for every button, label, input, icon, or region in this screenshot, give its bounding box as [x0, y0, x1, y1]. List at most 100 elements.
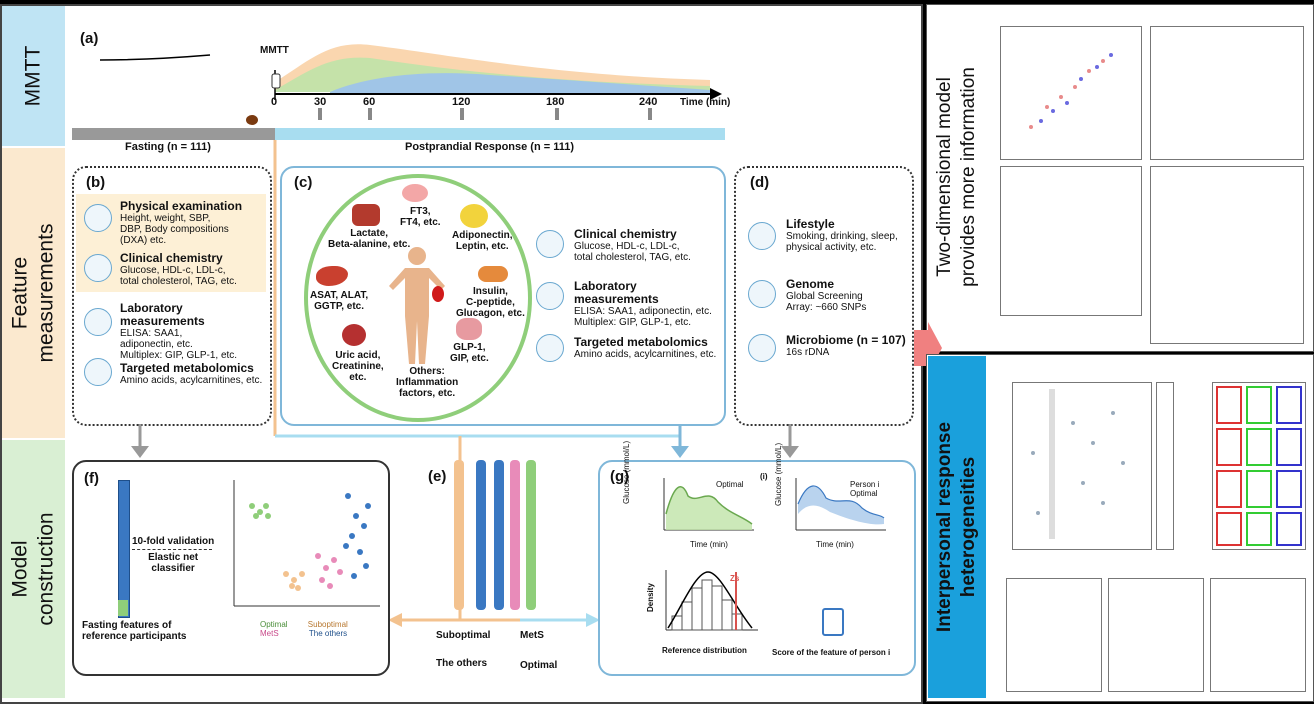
rt-scatter-points [1029, 53, 1113, 129]
thyroid-icon [402, 184, 428, 202]
mmtt-label: MMTT [260, 45, 289, 56]
adipose-icon [460, 204, 488, 228]
g-y2: Glucose (mmol/L) [774, 442, 783, 506]
b-item-lab: Laboratory measurements ELISA: SAA1, adi… [120, 301, 238, 362]
b-item-clinical: Clinical chemistry Glucose, HDL-c, LDL-c… [120, 251, 237, 288]
fasting-feature-column [118, 480, 130, 618]
organ-liver: ASAT, ALAT,GGTP, etc. [310, 290, 369, 312]
panel-f-label: (f) [84, 470, 99, 487]
panel-c: (c) FT3,FT4, etc. Lactate,Beta-alanine, … [280, 166, 726, 426]
mmtt-timeline [99, 44, 722, 125]
tick-30: 30 [314, 96, 327, 108]
kidney-icon [342, 324, 366, 346]
blood-drop-icon [432, 286, 444, 302]
human-figure [389, 247, 445, 364]
organ-intestine: GLP-1,GIP, etc. [450, 342, 489, 364]
organ-kidney: Uric acid,Creatinine,etc. [332, 350, 384, 383]
c-metabolomics-icon [536, 334, 564, 362]
band-mmtt: MMTT [2, 6, 65, 146]
c-item-lab: Laboratory measurements ELISA: SAA1, adi… [574, 279, 712, 329]
c-test-tube-icon [536, 230, 564, 258]
d-item-lifestyle: Lifestyle Smoking, drinking, sleep, phys… [786, 217, 898, 254]
g-person-score: Score of the feature of person i [772, 648, 891, 657]
postprandial-bar [275, 128, 725, 140]
score-icon [822, 608, 844, 636]
c-item-clinical: Clinical chemistry Glucose, HDL-c, LDL-c… [574, 227, 691, 264]
rb-bar-cells [1216, 386, 1302, 546]
people-groups [454, 460, 536, 610]
rt-slope-grid [1150, 166, 1304, 344]
d-item-genome: Genome Global Screening Array: ~660 SNPs [786, 277, 867, 314]
time-unit: Time (min) [680, 97, 731, 108]
rt-scatter [1000, 26, 1142, 160]
tick-180: 180 [546, 96, 565, 108]
organ-muscle: Lactate,Beta-alanine, etc. [328, 228, 411, 250]
fasting-bar-label: Fasting (n = 111) [125, 141, 211, 153]
rb-scatter-1 [1006, 578, 1102, 692]
rb-scatter-2 [1108, 578, 1204, 692]
flask-icon [84, 308, 112, 336]
group-others: The others [436, 658, 488, 669]
muscle-icon [352, 204, 380, 226]
g-sub-label: (i) [760, 472, 768, 481]
optimal-curve [663, 478, 754, 531]
panel-c-label: (c) [294, 174, 313, 191]
panel-e-label: (e) [428, 468, 447, 485]
rb-color-strip [1156, 382, 1174, 550]
rb-bar-grid [1212, 382, 1306, 550]
intestine-icon [456, 318, 482, 340]
g-y1: Glucose (mmol/L) [622, 440, 631, 504]
metabolomics-icon [84, 358, 112, 386]
tick-120: 120 [452, 96, 471, 108]
f-legend: Optimal Suboptimal MetS The others [260, 620, 348, 638]
c-flask-icon [536, 282, 564, 310]
group-suboptimal: Suboptimal [436, 630, 491, 641]
panel-b-label: (b) [86, 174, 106, 191]
panel-g-label: (g) [610, 468, 630, 485]
organ-adipose: Adiponectin,Leptin, etc. [452, 230, 513, 252]
panel-d: (d) Lifestyle Smoking, drinking, sleep, … [734, 166, 914, 426]
organ-thyroid: FT3,FT4, etc. [400, 206, 441, 228]
rb-scatter-points [1031, 389, 1125, 539]
rb-scatter-3 [1210, 578, 1306, 692]
rt-small-multiples [1150, 26, 1304, 160]
microbiome-icon [748, 334, 776, 362]
g-zscore: Zs [730, 574, 740, 583]
g-leg1: Optimal [716, 480, 744, 489]
g-ref-dist: Reference distribution [662, 646, 747, 655]
density-plot [665, 570, 758, 631]
rb-scatter-main [1012, 382, 1152, 550]
rt-table [1000, 166, 1142, 316]
postprandial-bar-label: Postprandial Response (n = 111) [405, 141, 575, 153]
organ-circle [304, 174, 532, 422]
cluster-scatter [233, 480, 380, 607]
panel-d-label: (d) [750, 174, 770, 191]
group-mets: MetS [520, 630, 544, 641]
g-x2: Time (min) [816, 540, 854, 549]
test-tube-icon [84, 254, 112, 282]
panel-b: (b) Physical examination Height, weight,… [72, 166, 272, 426]
b-item-physical: Physical examination Height, weight, SBP… [120, 199, 243, 247]
tick-240: 240 [639, 96, 658, 108]
tick-0: 0 [271, 96, 278, 108]
fasting-bar [72, 128, 275, 140]
organ-pancreas: Insulin,C-peptide,Glucagon, etc. [456, 286, 525, 319]
c-item-metabolomics: Targeted metabolomics Amino acids, acylc… [574, 335, 717, 361]
genome-icon [748, 280, 776, 308]
pancreas-icon [478, 266, 508, 282]
body-scale-icon [84, 204, 112, 232]
panel-g: (g) Optimal Glucose (mmol/L) Time (min) … [598, 441, 916, 676]
tick-60: 60 [363, 96, 376, 108]
liver-icon [316, 266, 348, 286]
group-optimal: Optimal [520, 660, 558, 671]
person-curve [795, 478, 886, 531]
fasting-feature-column-end [118, 600, 128, 616]
